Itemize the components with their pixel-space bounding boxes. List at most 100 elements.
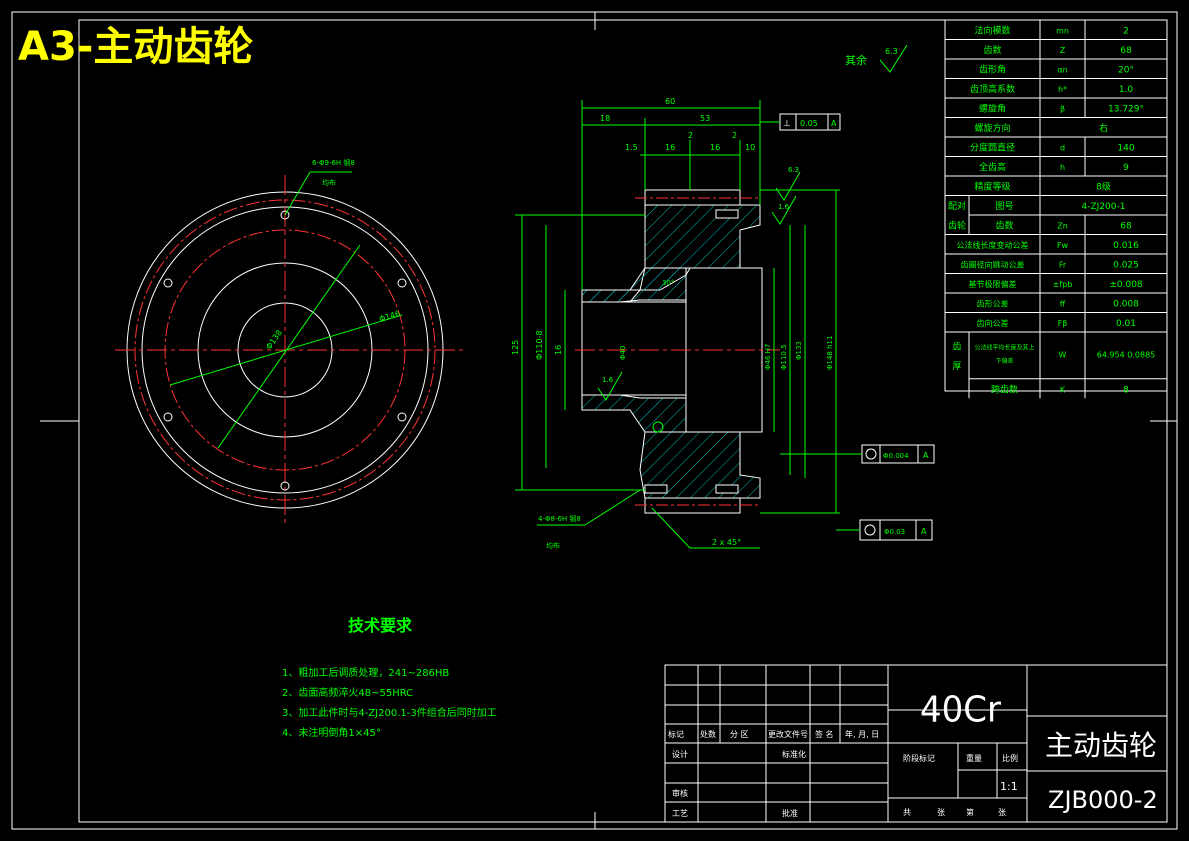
concentric-icon <box>864 524 876 536</box>
dia-line-2 <box>169 314 403 386</box>
param-value: 20° <box>1118 66 1134 76</box>
mating-drawing-label: 图号 <box>995 201 1013 212</box>
tolerance-value: 0.01 <box>1116 319 1136 329</box>
flatness-value: 0.05 <box>800 119 818 128</box>
angle-label: 30° <box>662 279 674 287</box>
param-name: 全齿高 <box>979 161 1006 173</box>
param-name: 螺旋角 <box>979 103 1006 115</box>
finish-mark-2: 1.6 <box>778 203 790 211</box>
roughness-symbol-icon <box>597 371 623 401</box>
params-table-frame <box>944 19 1168 392</box>
runout-value-1: Φ0.004 <box>883 452 909 460</box>
outer-border <box>11 11 1178 830</box>
hole-note-bottom: 4-Φ8-6H 钢8 <box>538 514 581 523</box>
vdim-label-133: Φ133 <box>795 341 803 360</box>
tolerance-name: 公法线长度变动公差 <box>957 240 1029 250</box>
title-block: 标记 处数 分 区 更改文件号 签 名 年, 月, 日 设计 标准化 审核 工艺… <box>664 664 1168 823</box>
tb-review: 审核 <box>672 788 688 798</box>
tb-approve: 批准 <box>782 808 798 818</box>
part-name: 主动齿轮 <box>1045 729 1157 762</box>
roughness-symbol-icon <box>879 44 908 73</box>
mating-teeth-value: 68 <box>1120 222 1132 232</box>
thickness-symbol: W <box>1059 350 1067 359</box>
hole-note-top: 6-Φ9-6H 钢8 <box>312 158 355 167</box>
rest-finish-label: 其余 <box>845 53 867 67</box>
tech-req-item: 3、加工此件时与4-ZJ200.1-3件组合后同时加工 <box>282 706 497 719</box>
param-name: 精度等级 <box>974 181 1010 193</box>
vdim-label-46: Φ46 H7 <box>764 344 772 370</box>
mating-group: 齿轮 <box>948 220 966 232</box>
vdim-label-40: Φ40 <box>619 346 627 360</box>
finish-mark-1: 6.3 <box>788 166 799 174</box>
param-value: 140 <box>1117 144 1134 154</box>
tolerance-value: 0.016 <box>1113 241 1139 251</box>
tolerance-value: 0.025 <box>1113 261 1139 271</box>
bolt-hole <box>397 278 407 288</box>
tech-req-item: 2、齿面高频淬火48~55HRC <box>282 686 413 699</box>
tolerance-name: 基节极限偏差 <box>969 279 1017 289</box>
tb-sheet-no: 第 <box>966 807 974 817</box>
finish-mark-3: 1.6 <box>602 376 614 384</box>
tech-req-item: 4、未注明倒角1×45° <box>282 726 381 739</box>
dim-left: 18 <box>600 114 610 123</box>
section-view: 60 53 18 1.5 16 16 2 2 10 ⊥ 0.05 A 6.3 1… <box>511 97 935 550</box>
vdim-label-110: Φ110-8 <box>535 330 544 360</box>
dia-inner-label: Φ138 <box>264 328 284 351</box>
tb-stage: 阶段标记 <box>903 753 935 763</box>
param-value: 1.0 <box>1119 85 1134 95</box>
param-symbol: h <box>1060 163 1065 172</box>
tolerance-symbol: Fr <box>1059 261 1067 270</box>
tolerance-value: 0.008 <box>1113 300 1139 310</box>
hub-bore <box>581 301 687 396</box>
tolerance-symbol: Fβ <box>1058 319 1068 328</box>
tb-mark: 标记 <box>668 729 684 739</box>
param-value: 2 <box>1123 27 1129 37</box>
tb-sheet-unit2: 张 <box>998 808 1006 817</box>
tb-scale: 1:1 <box>1000 780 1018 793</box>
tech-req-item: 1、粗加工后调质处理，241~286HB <box>282 667 449 679</box>
tech-req-title: 技术要求 <box>348 616 413 635</box>
rest-finish-value: 6.3 <box>885 47 898 56</box>
tb-design: 设计 <box>672 749 688 759</box>
param-name: 齿形角 <box>979 64 1006 76</box>
hole-leader <box>284 171 311 216</box>
span-symbol: K <box>1060 385 1066 394</box>
param-value: 9 <box>1123 163 1129 173</box>
dim-groove1: 2 <box>688 131 693 140</box>
tolerance-symbol: ff <box>1060 300 1066 309</box>
bolt-hole <box>163 278 173 288</box>
flatness-datum: A <box>831 119 837 128</box>
tb-process: 工艺 <box>672 809 688 818</box>
param-symbol: αn <box>1057 66 1067 75</box>
vdim-label-16: 16 <box>554 345 563 355</box>
bolt-hole <box>397 412 407 422</box>
runout-value-2: Φ0.03 <box>884 528 905 536</box>
tolerance-name: 齿圈径向跳动公差 <box>961 260 1025 270</box>
param-name: 齿顶高系数 <box>970 83 1015 95</box>
param-name: 法向模数 <box>974 25 1010 37</box>
param-name: 螺旋方向 <box>974 122 1010 134</box>
param-value: 68 <box>1120 46 1132 56</box>
thickness-name: 公法线平均长度及其上 <box>974 344 1034 352</box>
tb-sheets-total: 共 <box>903 808 911 817</box>
tolerance-value: ±0.008 <box>1109 280 1143 290</box>
keyway-upper <box>715 209 739 219</box>
tolerance-name: 齿向公差 <box>977 318 1009 328</box>
param-symbol: d <box>1060 144 1065 153</box>
mating-drawing-no: 4-ZJ200-1 <box>1082 202 1126 212</box>
dim-right: 10 <box>745 143 755 152</box>
drawing-number: ZJB000-2 <box>1048 786 1158 814</box>
param-value: 8级 <box>1096 181 1111 193</box>
inner-border <box>78 19 1168 823</box>
material: 40Cr <box>920 690 1002 731</box>
span-value: 8 <box>1123 385 1129 395</box>
thickness-value: 64.954 0.0885 <box>1097 350 1156 359</box>
bolt-hole <box>280 481 290 491</box>
param-value: 右 <box>1099 122 1108 134</box>
tolerance-name: 齿形公差 <box>977 299 1009 309</box>
param-symbol: β <box>1060 105 1065 114</box>
hole-leader-bottom <box>584 489 641 526</box>
tb-sheet-unit: 张 <box>937 808 945 817</box>
tolerance-symbol: Fw <box>1057 241 1069 250</box>
